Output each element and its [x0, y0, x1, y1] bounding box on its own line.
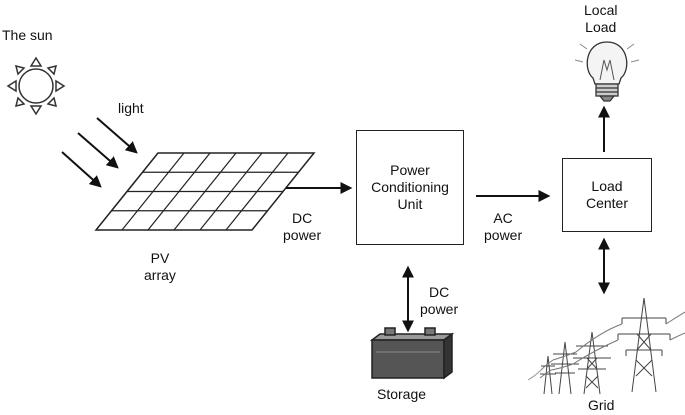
dc-power-label-1: DC power: [283, 210, 322, 243]
solar-panel-icon: [94, 152, 316, 231]
battery-icon: [369, 327, 455, 380]
light-arrows: [61, 117, 138, 188]
power-conditioning-unit-box: Power Conditioning Unit: [356, 130, 464, 245]
ac-power-label: AC power: [484, 210, 523, 243]
light-label: light: [118, 100, 144, 116]
light-bulb-icon: [574, 41, 640, 102]
dc-power-label-2: DC power: [420, 284, 459, 317]
load-center-label: Load Center: [585, 178, 629, 211]
pcu-label: Power Conditioning Unit: [371, 162, 449, 212]
pv-array-label: PV array: [144, 250, 176, 283]
sun-label: The sun: [2, 27, 53, 43]
grid-label: Grid: [588, 397, 615, 413]
power-tower-icon: [527, 297, 685, 395]
local-load-label: Local Load: [584, 2, 618, 35]
sun-icon: [6, 56, 66, 116]
load-center-box: Load Center: [562, 158, 652, 232]
storage-label: Storage: [377, 386, 427, 402]
